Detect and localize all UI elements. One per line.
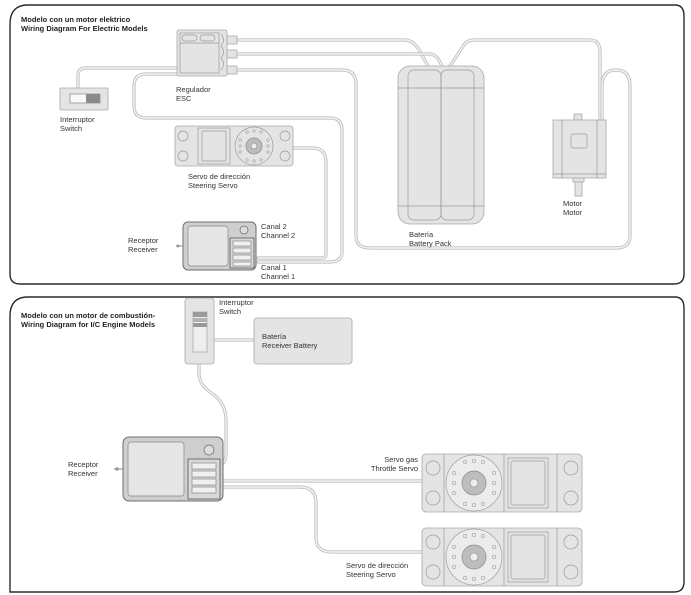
battery-label-en: Battery Pack	[409, 239, 452, 248]
electric-receiver	[176, 221, 257, 271]
throttle-servo-label-en: Throttle Servo	[371, 464, 418, 473]
electric-title-en: Wiring Diagram For Electric Models	[21, 24, 148, 33]
esc-label-es: Regulador	[176, 85, 211, 94]
electric-receiver-label-es: Receptor	[128, 236, 159, 245]
ic-receiver-label-es: Receptor	[68, 460, 99, 469]
esc-module	[176, 29, 238, 77]
ic-title-en: Wiring Diagram for I/C Engine Models	[21, 320, 155, 329]
electric-title-es: Modelo con un motor elektrico	[21, 15, 131, 24]
ic-receiver	[114, 436, 224, 502]
receiver-battery	[253, 317, 353, 365]
ic-switch-label-es: Interruptor	[219, 298, 254, 307]
ic-section-frame	[9, 296, 685, 593]
ic-title-es: Modelo con un motor de combustión-	[21, 311, 156, 320]
electric-switch	[59, 87, 109, 111]
throttle-servo-label-es: Servo gas	[384, 455, 418, 464]
electric-switch-label-en: Switch	[60, 124, 82, 133]
receiver-battery-label-es: Batería	[262, 332, 287, 341]
receiver-battery-label-en: Receiver Battery	[262, 341, 318, 350]
ic-receiver-label-en: Receiver	[68, 469, 98, 478]
motor-label-en: Motor	[563, 208, 583, 217]
electric-wires	[76, 38, 632, 264]
electric-steering-servo-label-es: Servo de dirección	[188, 172, 250, 181]
channel2-label-en: Channel 2	[261, 231, 295, 240]
ic-steering-servo	[421, 527, 583, 587]
battery-label-es: Batería	[409, 230, 434, 239]
channel1-label-es: Canal 1	[261, 263, 287, 272]
motor-label-es: Motor	[563, 199, 583, 208]
throttle-servo	[421, 453, 583, 513]
ic-steering-servo-label-en: Steering Servo	[346, 570, 396, 579]
electric-steering-servo-label-en: Steering Servo	[188, 181, 238, 190]
electric-section: Modelo con un motor elektrico Wiring Dia…	[9, 4, 685, 285]
motor	[552, 113, 607, 197]
ic-switch	[184, 297, 215, 365]
ic-switch-label-en: Switch	[219, 307, 241, 316]
battery-pack	[397, 65, 485, 225]
esc-label-en: ESC	[176, 94, 192, 103]
electric-receiver-label-en: Receiver	[128, 245, 158, 254]
channel2-label-es: Canal 2	[261, 222, 287, 231]
electric-switch-label-es: Interruptor	[60, 115, 95, 124]
ic-steering-servo-label-es: Servo de dirección	[346, 561, 408, 570]
ic-engine-section: Modelo con un motor de combustión- Wirin…	[9, 296, 685, 593]
electric-steering-servo	[174, 125, 294, 167]
channel1-label-en: Channel 1	[261, 272, 295, 281]
